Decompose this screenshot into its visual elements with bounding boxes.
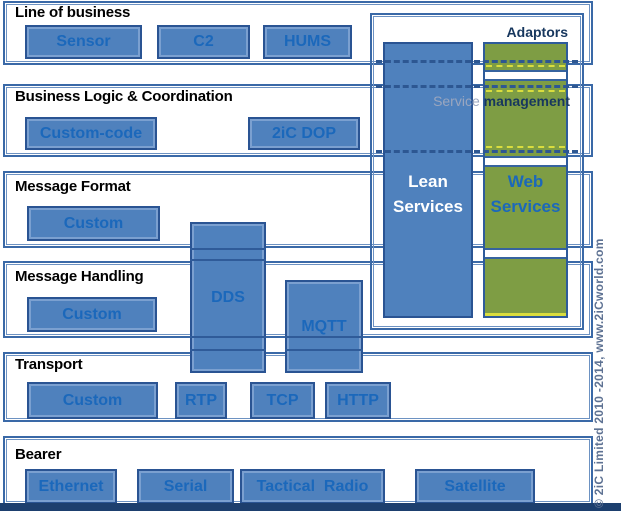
row-title: Line of business	[15, 4, 131, 21]
box-mqtt: MQTT	[285, 280, 363, 373]
dashed-separator	[376, 85, 578, 88]
dashed-separator	[376, 150, 578, 153]
box-label: Custom	[62, 391, 123, 409]
layer-transport: Transport Custom RTP TCP HTTP	[3, 352, 593, 422]
box-label: 2iC DOP	[271, 124, 336, 142]
box-label: C2	[193, 33, 214, 50]
box-label: TCP	[266, 391, 299, 409]
column-lean-services: Lean Services	[383, 42, 473, 318]
dashed-separator	[376, 60, 578, 63]
box-label: RTP	[185, 391, 217, 409]
row-title: Message Format	[15, 178, 131, 195]
layer-bearer: Bearer Ethernet Serial Tactical Radio Sa…	[3, 436, 593, 505]
box-ethernet: Ethernet	[25, 469, 117, 504]
box-serial: Serial	[137, 469, 234, 504]
box-custom-format: Custom	[27, 206, 160, 241]
box-custom-transport: Custom	[27, 382, 158, 419]
box-custom-code: Custom-code	[25, 117, 157, 150]
dashed-separator-yellow	[486, 65, 565, 67]
row-divider-line	[285, 349, 363, 351]
row-divider-line	[190, 248, 266, 250]
box-hums: HUMS	[263, 25, 352, 59]
box-tactical-radio: Tactical Radio	[240, 469, 385, 504]
watermark-copyright: © 2iC Limited 2010 -2014, www.2iCworld.c…	[592, 238, 606, 508]
box-label: HTTP	[337, 391, 379, 409]
box-custom-handling: Custom	[27, 297, 157, 332]
box-label: Custom-code	[39, 124, 143, 142]
row-divider-line	[190, 259, 266, 261]
box-label: Satellite	[444, 477, 506, 495]
row-divider-line	[190, 349, 266, 351]
row-title: Business Logic & Coordination	[15, 88, 233, 105]
row-divider-line	[285, 336, 363, 338]
box-2ic-dop: 2iC DOP	[248, 117, 360, 150]
box-c2: C2	[157, 25, 250, 59]
row-title: Message Handling	[15, 268, 144, 285]
box-label: DDS	[211, 288, 245, 306]
column-label: Lean Services	[393, 172, 463, 216]
row-title: Bearer	[15, 446, 62, 463]
box-label: Custom	[62, 305, 122, 323]
row-title: Transport	[15, 356, 83, 373]
box-label: HUMS	[283, 33, 332, 50]
box-sensor: Sensor	[25, 25, 142, 59]
column-label: Web Services	[490, 172, 561, 216]
row-gap-band	[485, 156, 566, 167]
label-service-management-suffix: management	[483, 93, 570, 109]
dashed-separator-yellow	[486, 90, 565, 92]
label-service-management: Service management	[420, 93, 570, 109]
layer-line-of-business: Line of business Sensor C2 HUMS	[3, 1, 593, 65]
adaptors-frame	[370, 13, 584, 330]
bottom-border-bar	[0, 503, 621, 511]
box-label: Serial	[163, 477, 208, 495]
box-dds: DDS	[190, 222, 266, 373]
box-satellite: Satellite	[415, 469, 535, 504]
box-label: Custom	[63, 214, 124, 232]
box-label: MQTT	[301, 317, 347, 335]
box-tcp: TCP	[250, 382, 315, 419]
row-gap-band	[485, 70, 566, 81]
row-gap-band	[485, 248, 566, 259]
dashed-separator-yellow	[486, 146, 565, 148]
label-adaptors: Adaptors	[506, 24, 568, 40]
box-label: Sensor	[56, 33, 111, 50]
row-divider-line	[190, 336, 266, 338]
box-rtp: RTP	[175, 382, 227, 419]
label-service-management-prefix: Service	[433, 93, 484, 109]
box-http: HTTP	[325, 382, 391, 419]
column-web-services: Web Services	[483, 42, 568, 318]
box-label: Ethernet	[38, 477, 104, 495]
box-label: Tactical Radio	[256, 477, 369, 495]
